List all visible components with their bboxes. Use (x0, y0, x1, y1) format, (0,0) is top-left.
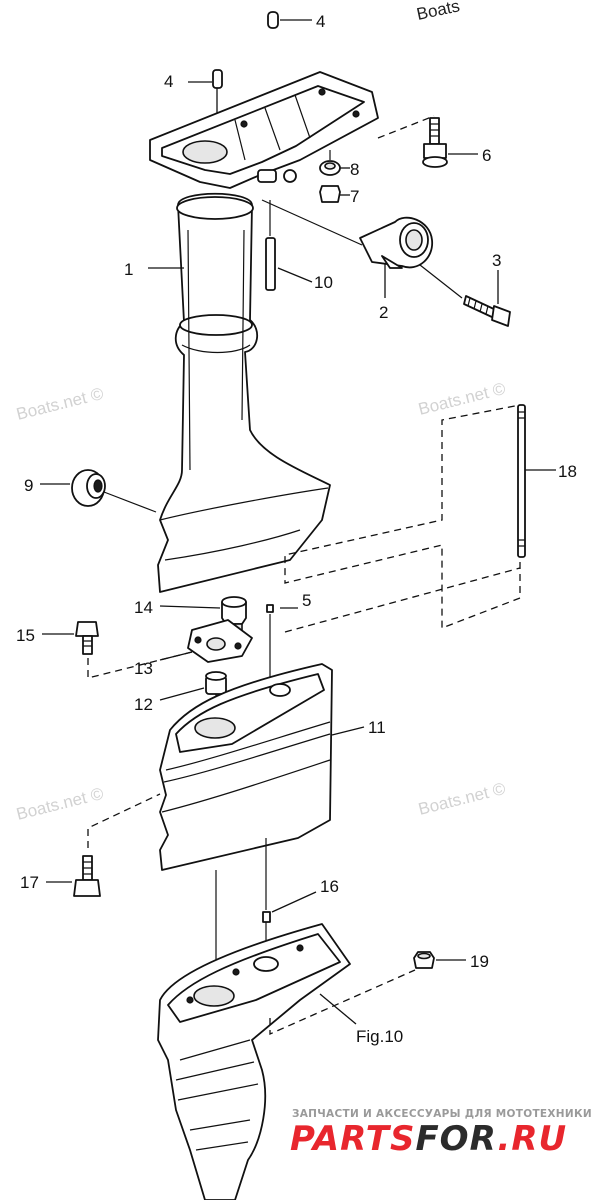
part-17-bolt (46, 793, 161, 897)
part-19-nut (413, 951, 466, 969)
part-10-pin (265, 200, 313, 291)
callout-19: 19 (470, 952, 489, 971)
part-1-driveshaft-housing (148, 192, 331, 593)
watermark-4: Boats.net © (416, 779, 507, 819)
callout-5: 5 (302, 591, 311, 610)
callout-9: 9 (24, 476, 33, 495)
logo-parts: PARTS (290, 1119, 415, 1159)
part-4-dowel-top (267, 11, 312, 29)
callout-6: 6 (482, 146, 491, 165)
callout-7: 7 (350, 187, 359, 206)
part-13-plate (159, 619, 253, 663)
part-11-extension-housing (159, 663, 365, 871)
callout-13: 13 (134, 659, 153, 678)
part-18-stud (284, 404, 556, 629)
part-2-steering-clamp (261, 199, 433, 298)
watermark-boats-top: Boats (415, 0, 461, 24)
callout-3: 3 (492, 251, 501, 270)
partsfor-logo: ЗАПЧАСТИ И АКСЕССУАРЫ ДЛЯ МОТОТЕХНИКИ PA… (290, 1108, 592, 1159)
callout-16: 16 (320, 877, 339, 896)
watermark-3: Boats.net © (14, 784, 105, 824)
callout-11: 11 (368, 718, 386, 737)
callout-12: 12 (134, 695, 153, 714)
logo-tagline: ЗАПЧАСТИ И АКСЕССУАРЫ ДЛЯ МОТОТЕХНИКИ (292, 1108, 592, 1120)
logo-ru: .RU (497, 1119, 567, 1159)
upper-mount-bracket (149, 71, 379, 189)
callout-17: 17 (20, 873, 39, 892)
callout-14: 14 (134, 598, 153, 617)
part-7-nut (319, 185, 350, 203)
callout-15: 15 (16, 626, 35, 645)
part-3-bolt (419, 264, 511, 327)
part-15-bolt (42, 621, 193, 679)
logo-wordmark: PARTSFOR.RU (290, 1119, 567, 1159)
figure-reference: Fig.10 (356, 1027, 403, 1046)
callout-8: 8 (350, 160, 359, 179)
callout-18: 18 (558, 462, 577, 481)
part-6-bolt (377, 115, 478, 168)
lower-gearcase (157, 923, 416, 1200)
watermark-2: Boats.net © (416, 379, 507, 419)
logo-for: FOR (415, 1119, 497, 1159)
part-8-washer (319, 150, 350, 176)
callout-10: 10 (314, 273, 333, 292)
callout-1: 1 (124, 260, 133, 279)
callout-4-bracket: 4 (164, 72, 173, 91)
part-9-grommet (40, 469, 157, 513)
callout-4-top: 4 (316, 12, 325, 31)
callout-2: 2 (379, 303, 388, 322)
watermark-1: Boats.net © (14, 384, 105, 424)
